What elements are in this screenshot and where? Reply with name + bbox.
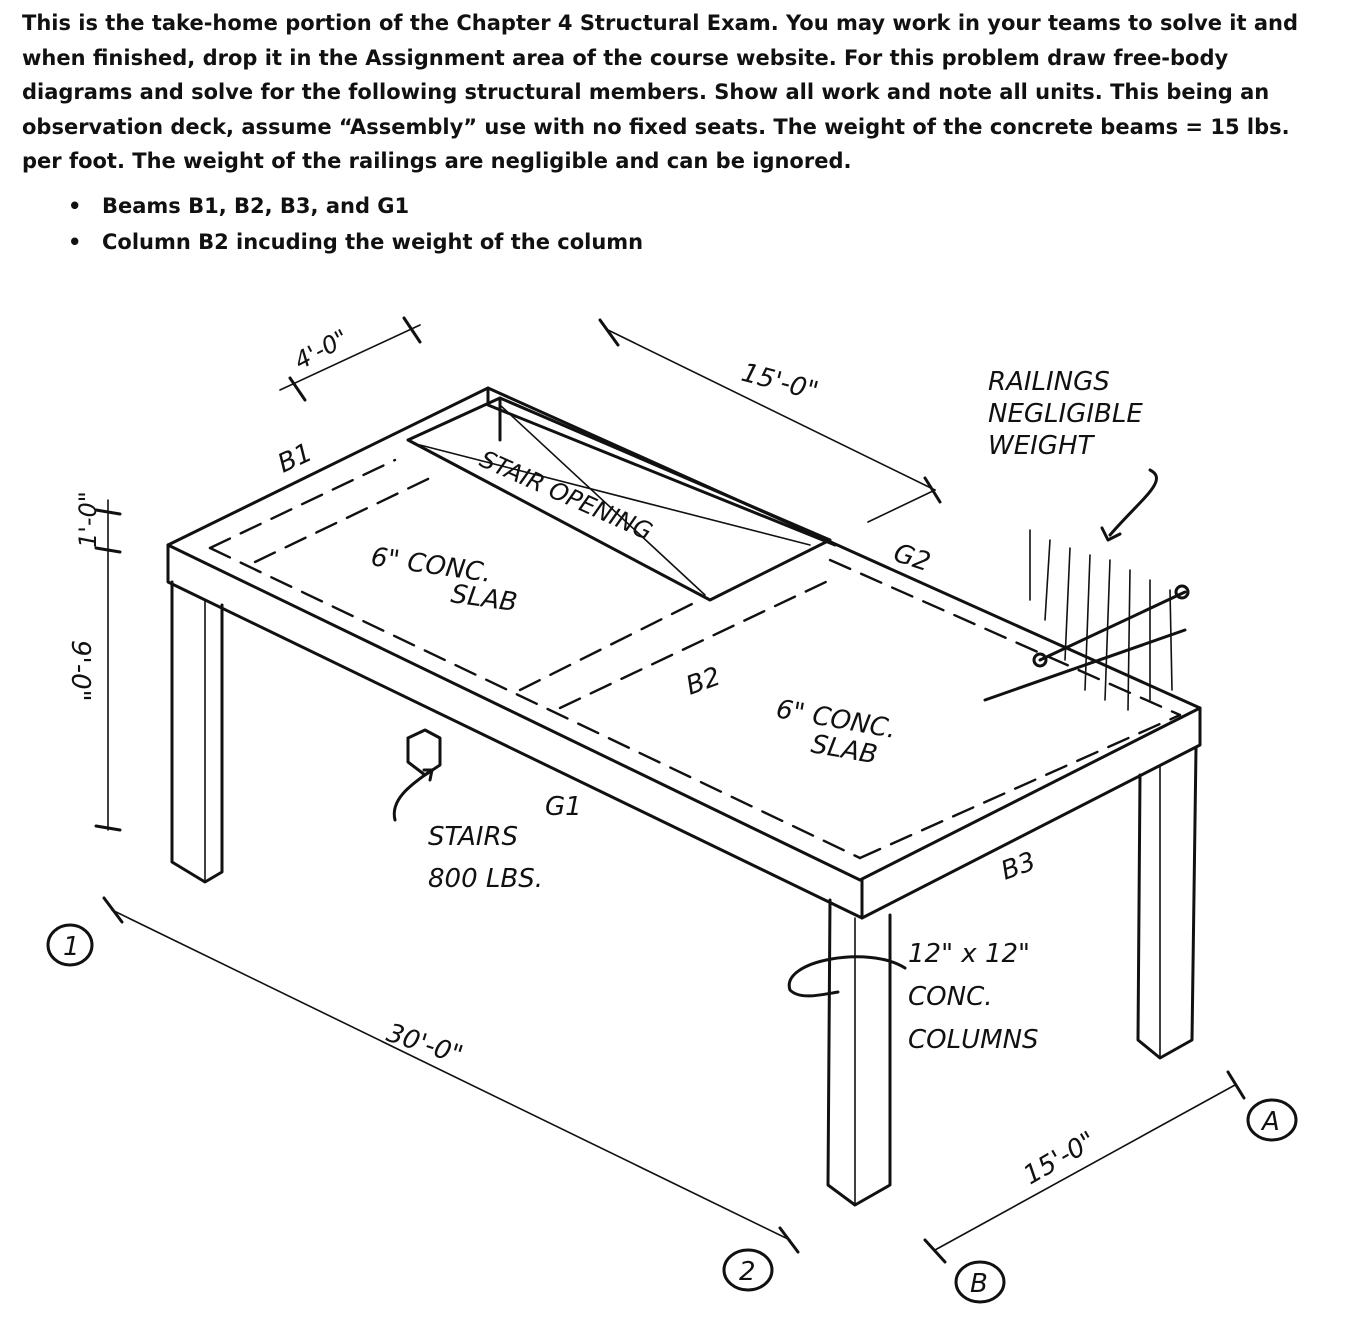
grid-bubble-b [954,1260,1006,1304]
beam-dashed-lines [208,458,1182,860]
columns-line2: CONC. [908,982,993,1012]
grid-bubble-2 [722,1248,774,1292]
grid-label-b: B [970,1269,988,1299]
slab1-line2: SLAB [449,579,519,618]
grid-bubble-1 [46,923,94,967]
deck-outline [166,386,1202,920]
intro-paragraph: This is the take-home portion of the Cha… [22,11,1299,173]
columns [170,580,1198,1207]
dimension-lines [94,316,1246,1264]
label-b1: B1 [273,438,317,480]
stair-opening [406,396,832,602]
grid-label-1: 1 [63,932,80,962]
grid-markers [46,923,1298,1304]
railings-line1: RAILINGS [988,367,1110,397]
railing [983,468,1190,711]
columns-line3: COLUMNS [908,1025,1039,1055]
dimension-9ft: 9'-0" [65,640,95,702]
dimension-4ft: 4'-0" [290,324,353,375]
label-g1: G1 [545,792,582,822]
railings-line2: NEGLIGIBLE [988,399,1143,429]
task-item-column: Column B2 incuding the weight of the col… [64,224,643,260]
label-b3: B3 [997,847,1040,887]
stairs-block [392,728,442,822]
stairs-line1: STAIRS [428,822,518,852]
stairs-line2: 800 LBS. [428,864,543,894]
grid-label-a: A [1260,1107,1280,1137]
label-b2: B2 [682,662,725,702]
columns-arrow [787,955,907,998]
task-item-beams: Beams B1, B2, B3, and G1 [64,188,643,224]
grid-bubble-a [1246,1098,1298,1142]
label-stair-opening: STAIR OPENING [476,445,657,546]
columns-line1: 12" x 12" [908,939,1030,969]
grid-label-2: 2 [739,1257,756,1287]
dimension-1ft: 1'-0" [74,491,102,548]
task-list: Beams B1, B2, B3, and G1 Column B2 incud… [64,188,643,260]
railings-line3: WEIGHT [988,431,1096,461]
